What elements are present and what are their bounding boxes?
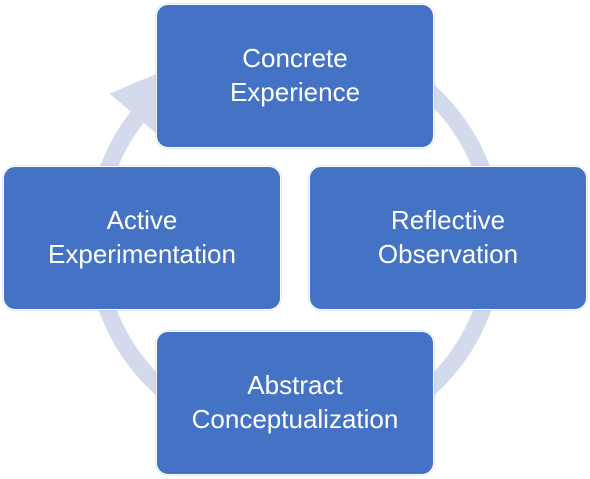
abstract-conceptualization-line-1: Abstract	[247, 370, 343, 401]
active-experimentation-line-2: Experimentation	[48, 239, 236, 269]
cycle-arrow-segment	[109, 62, 184, 141]
concrete-experience-line-1: Concrete	[242, 43, 348, 74]
abstract-conceptualization-box: Abstract Conceptualization	[156, 331, 434, 475]
reflective-observation-line-1: Reflective	[390, 205, 506, 236]
concrete-experience-box: Concrete Experience	[156, 4, 434, 148]
reflective-observation-box: Reflective Observation	[309, 166, 587, 310]
abstract-conceptualization-line-2: Conceptualization	[191, 404, 399, 434]
active-experimentation-box: Active Experimentation	[3, 166, 281, 310]
concrete-experience-line-2: Experience	[229, 77, 361, 107]
reflective-observation-line-2: Observation	[377, 239, 519, 269]
active-experimentation-line-1: Active	[106, 205, 178, 236]
